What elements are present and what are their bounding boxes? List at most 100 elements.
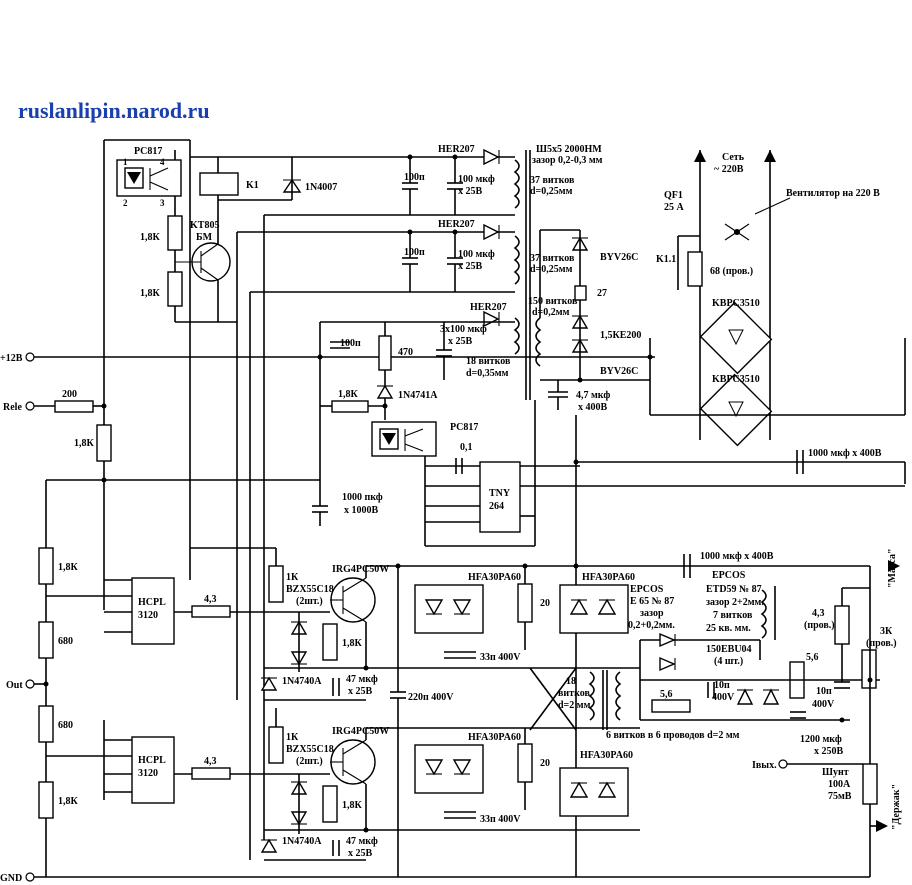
svg-text:EPCOS: EPCOS	[712, 570, 746, 581]
svg-text:10п: 10п	[714, 680, 730, 691]
cap-47u-top	[332, 678, 340, 696]
svg-text:100 мкф: 100 мкф	[458, 174, 495, 185]
diode-150ebu04-b	[736, 688, 780, 705]
svg-text:4: 4	[160, 157, 165, 167]
svg-text:(2шт.): (2шт.)	[296, 596, 323, 607]
svg-text:37 витков: 37 витков	[530, 175, 575, 186]
diode-hfa30pa60-4	[559, 767, 629, 817]
resistor-divider-3	[38, 705, 54, 743]
svg-text:PC817: PC817	[134, 146, 162, 157]
port-gnd[interactable]	[25, 872, 870, 882]
svg-text:E 65 № 87: E 65 № 87	[630, 596, 674, 607]
svg-text:4,7 мкф: 4,7 мкф	[576, 390, 610, 401]
resistor-1k8-gate-top	[322, 623, 338, 661]
port-12v[interactable]	[25, 352, 655, 362]
svg-text:Сеть: Сеть	[722, 152, 745, 163]
bridge-kbpc3510-2	[699, 373, 773, 447]
transistor-kt805	[175, 242, 231, 282]
svg-text:PC817: PC817	[450, 422, 478, 433]
svg-text:БМ: БМ	[196, 232, 213, 243]
svg-text:1000 мкф х 400В: 1000 мкф х 400В	[700, 551, 774, 562]
cap-10n-a	[707, 682, 715, 698]
svg-text:х 25В: х 25В	[458, 261, 483, 272]
svg-text:5,6: 5,6	[660, 689, 673, 700]
svg-text:ETD59 № 87: ETD59 № 87	[706, 584, 762, 595]
svg-text:х 25В: х 25В	[458, 186, 483, 197]
cap-3x100u	[436, 322, 452, 380]
svg-text:зазор 2+2мм.: зазор 2+2мм.	[706, 597, 764, 608]
svg-text:Iвых.: Iвых.	[752, 760, 777, 771]
svg-text:EPCOS: EPCOS	[630, 584, 664, 595]
cap-bulk-1000u-bottom	[683, 554, 691, 578]
svg-text:220п 400V: 220п 400V	[408, 692, 454, 703]
svg-text:K1: K1	[246, 180, 259, 191]
cap-33n-top	[444, 651, 476, 659]
svg-text:7 витков: 7 витков	[713, 610, 753, 621]
svg-text:Шунт: Шунт	[822, 767, 849, 778]
fan-icon	[724, 197, 791, 241]
svg-text:d=0,25мм: d=0,25мм	[530, 186, 573, 197]
svg-text:1К: 1К	[286, 572, 299, 583]
svg-text:3120: 3120	[138, 768, 158, 779]
svg-text:680: 680	[58, 720, 73, 731]
port-imeas[interactable]	[778, 759, 863, 769]
svg-text:100 мкф: 100 мкф	[458, 249, 495, 260]
svg-text:4,3: 4,3	[204, 756, 217, 767]
svg-text:(4 шт.): (4 шт.)	[714, 656, 743, 667]
svg-text:68 (пров.): 68 (пров.)	[710, 266, 753, 277]
diode-150ebu04-a	[659, 632, 676, 672]
zener-1n4741a	[376, 384, 394, 399]
svg-text:витков: витков	[558, 688, 590, 699]
svg-text:1,8К: 1,8К	[74, 438, 95, 449]
svg-text:d=2 мм: d=2 мм	[558, 700, 591, 711]
svg-text:1N4741A: 1N4741A	[398, 390, 438, 401]
resistor-divider-1	[38, 547, 54, 585]
svg-text:1N4007: 1N4007	[305, 182, 337, 193]
cap-100p-2	[402, 232, 418, 292]
resistor-1k8-base-a	[167, 215, 183, 251]
svg-text:5,6: 5,6	[806, 652, 819, 663]
port-rele[interactable]	[25, 401, 55, 411]
label-out: Out	[6, 680, 23, 691]
svg-text:75мВ: 75мВ	[828, 791, 852, 802]
cap-1200u	[834, 681, 850, 689]
svg-text:25 А: 25 А	[664, 202, 685, 213]
resistor-470	[378, 335, 392, 371]
svg-text:х 25В: х 25В	[448, 336, 473, 347]
svg-text:4,3: 4,3	[812, 608, 825, 619]
svg-text:470: 470	[398, 347, 413, 358]
port-out[interactable]	[25, 679, 46, 689]
svg-text:(2шт.): (2шт.)	[296, 756, 323, 767]
svg-text:37 витков: 37 витков	[530, 253, 575, 264]
optocoupler-pc817-bottom	[371, 421, 437, 457]
ic-tny264	[479, 461, 521, 533]
svg-text:1,8К: 1,8К	[140, 288, 161, 299]
bridge-kbpc3510-1	[699, 301, 773, 375]
svg-text:х 250В: х 250В	[814, 746, 844, 757]
svg-text:1000 пкф: 1000 пкф	[342, 492, 383, 503]
ic-hcpl3120-top	[131, 577, 175, 645]
svg-text:BYV26C: BYV26C	[600, 252, 638, 263]
svg-text:2: 2	[123, 198, 128, 208]
svg-text:1N4740A: 1N4740A	[282, 676, 322, 687]
svg-text:TNY: TNY	[489, 488, 511, 499]
svg-text:HFA30PA60: HFA30PA60	[468, 732, 521, 743]
relay-k1-coil	[199, 172, 239, 196]
cap-4-7u	[548, 380, 568, 410]
svg-text:BYV26C: BYV26C	[600, 366, 638, 377]
svg-text:47 мкф: 47 мкф	[346, 836, 378, 847]
svg-text:1,8К: 1,8К	[58, 562, 79, 573]
resistor-1k-bottom	[268, 726, 284, 764]
label-gnd: GND	[0, 873, 22, 884]
svg-text:1,8К: 1,8К	[58, 796, 79, 807]
igbt-irg4pc50w-bottom	[330, 739, 376, 785]
svg-text:HFA30PA60: HFA30PA60	[580, 750, 633, 761]
resistor-27	[574, 285, 587, 301]
resistor-1k8-opto	[331, 400, 369, 413]
cap-33n-bottom	[444, 811, 476, 819]
svg-text:"Держак": "Держак"	[891, 784, 902, 830]
diode-her207-1	[483, 148, 500, 166]
svg-text:3120: 3120	[138, 610, 158, 621]
svg-text:Ш5х5 2000НМ: Ш5х5 2000НМ	[536, 144, 602, 155]
svg-text:IRG4PC50W: IRG4PC50W	[332, 726, 389, 737]
